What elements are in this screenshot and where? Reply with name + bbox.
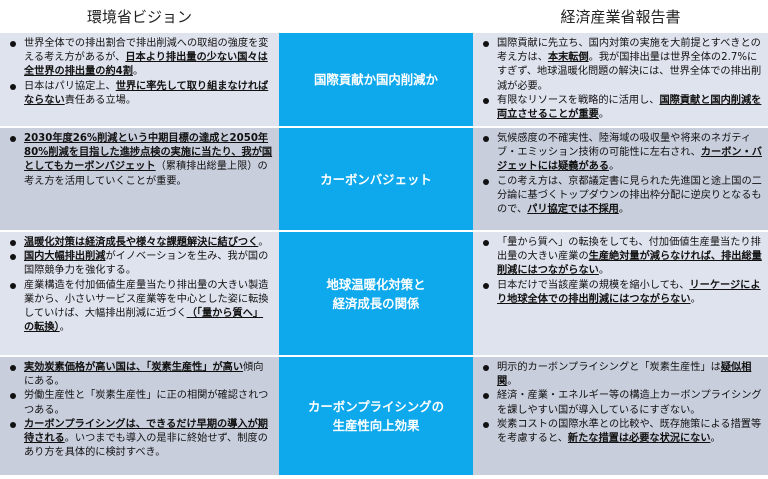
emphasis-text: 国内大幅排出削減 bbox=[24, 251, 106, 263]
body-text: 。 bbox=[258, 237, 269, 248]
body-text: 明示的カーボンプライシングと「炭素生産性」は bbox=[497, 362, 721, 373]
emphasis-text: （「量から質へ」の転換） bbox=[24, 308, 264, 334]
emphasis-text: パリ協定では不採用 bbox=[527, 204, 619, 216]
body-text: 。 bbox=[618, 204, 630, 216]
emphasis-text: リーケージにより地球全体での排出削減にはつながらない bbox=[497, 279, 761, 305]
emphasis-text: カーボン・バジェットには疑義がある bbox=[497, 147, 762, 173]
row-climate-vs-growth: 温暖化対策は経済成長や様々な課題解決に結びつく。国内大幅排出削減がイノベーション… bbox=[0, 232, 768, 355]
left-cell: 実効炭素価格が高い国は、「炭素生産性」が高い傾向にある。労働生産性と「炭素生産性… bbox=[0, 357, 279, 475]
body-text: 。いつまでも導入の是非に終始せず、制度のあり方を具体的に検討すべき。 bbox=[24, 433, 268, 459]
body-text: 。 bbox=[609, 161, 620, 173]
body-text: 労働生産性と「炭素生産性」に正の相関が確認されつつある。 bbox=[24, 390, 269, 416]
right-cell: 明示的カーボンプライシングと「炭素生産性」は疑似相関。経済・産業・エネルギー等の… bbox=[473, 357, 768, 475]
topic-label: 国際貢献か国内削減か bbox=[279, 33, 473, 126]
body-text: 有限なリソースを戦略的に活用し、 bbox=[497, 94, 660, 106]
bullet-item: 炭素コストの国際水準との比較や、既存施策による措置等を考慮すると、新たな措置は必… bbox=[479, 418, 762, 446]
bullet-item: 有限なリソースを戦略的に活用し、国際貢献と国内削減を両立させることが重要。 bbox=[479, 94, 762, 122]
emphasis-text: カーボンプライシングは、できるだけ早期の導入が期待される bbox=[24, 418, 268, 445]
bullet-item: 経済・産業・エネルギー等の構造上カーボンプライシングを課しやすい国が導入している… bbox=[479, 389, 762, 417]
body-text: 。 bbox=[710, 433, 721, 445]
bullet-item: 日本だけで当該産業の規模を縮小しても、リーケージにより地球全体での排出削減にはつ… bbox=[479, 279, 762, 307]
body-text: 傾向にある。 bbox=[24, 362, 264, 388]
body-text: 。 bbox=[59, 322, 70, 334]
emphasis-text: 日本より排出量の少ない国々は全世界の排出量の約4割 bbox=[24, 52, 268, 78]
body-text: 経済・産業・エネルギー等の構造上カーボンプライシングを課しやすい国が導入している… bbox=[497, 390, 762, 416]
body-text: 炭素コストの国際水準との比較や、既存施策による措置等を考慮すると、 bbox=[497, 418, 762, 445]
left-cell: 温暖化対策は経済成長や様々な課題解決に結びつく。国内大幅排出削減がイノベーション… bbox=[0, 232, 279, 355]
left-cell: 世界全体での排出割合で排出削減への取組の強度を変える考え方があるが、日本より排出… bbox=[0, 33, 279, 126]
emphasis-text: 新たな措置は必要な状況にない bbox=[567, 433, 711, 445]
bullet-item: 世界全体での排出割合で排出削減への取組の強度を変える考え方があるが、日本より排出… bbox=[6, 37, 273, 80]
topic-label: カーボンバジェット bbox=[279, 128, 473, 230]
left-column-header: 環境省ビジョン bbox=[86, 8, 192, 26]
emphasis-text: 2030年度26%削減という中期目標の達成と2050年80%削減を目指した進捗点… bbox=[24, 133, 273, 173]
bullet-item: 温暖化対策は経済成長や様々な課題解決に結びつく。 bbox=[6, 236, 273, 250]
body-text: 。 bbox=[598, 109, 610, 121]
bullet-item: 明示的カーボンプライシングと「炭素生産性」は疑似相関。 bbox=[479, 361, 762, 389]
row-carbon-budget: 2030年度26%削減という中期目標の達成と2050年80%削減を目指した進捗点… bbox=[0, 128, 768, 230]
body-text: 「量から質へ」の転換をしても、付加価値生産量当たり排出量の大きい産業の bbox=[497, 237, 761, 263]
bullet-item: この考え方は、京都議定書に見られた先進国と途上国の二分論に基づくトップダウンの排… bbox=[479, 175, 762, 218]
bullet-item: 国際貢献に先立ち、国内対策の実施を大前提とすべきとの考え方は、本末転倒。我が国排… bbox=[479, 37, 762, 94]
topic-label: 地球温暖化対策と 経済成長の関係 bbox=[279, 232, 473, 355]
bullet-item: 気候感度の不確実性、陸海域の吸収量や将来のネガティブ・エミッション技術の可能性に… bbox=[479, 132, 762, 175]
row-carbon-pricing-productivity: 実効炭素価格が高い国は、「炭素生産性」が高い傾向にある。労働生産性と「炭素生産性… bbox=[0, 357, 768, 475]
body-text: 国際貢献に先立ち、国内対策の実施を大前提とすべきとの考え方は、 bbox=[497, 38, 761, 64]
emphasis-text: 生産絶対量が減らなければ、排出総量削減にはつながらない bbox=[497, 251, 762, 277]
body-text: がイノベーションを生み、我が国の国際競争力を強化する。 bbox=[24, 251, 269, 277]
bullet-item: 実効炭素価格が高い国は、「炭素生産性」が高い傾向にある。 bbox=[6, 361, 273, 389]
body-text: 責任ある立場。 bbox=[64, 94, 137, 106]
emphasis-text: 疑似相関 bbox=[497, 362, 752, 388]
body-text: この考え方は、京都議定書に見られた先進国と途上国の二分論に基づくトップダウンの排… bbox=[497, 175, 762, 216]
emphasis-text: 温暖化対策は経済成長や様々な課題解決に結びつく bbox=[24, 237, 259, 248]
body-text: 産業構造を付加価値生産量当たり排出量の大きい製造業から、小さいサービス産業等を中… bbox=[24, 279, 269, 320]
topic-label: カーボンプライシングの 生産性向上効果 bbox=[279, 357, 473, 475]
body-text: 。 bbox=[132, 66, 144, 78]
body-text: 。 bbox=[507, 376, 518, 388]
right-cell: 「量から質へ」の転換をしても、付加価値生産量当たり排出量の大きい産業の生産絶対量… bbox=[473, 232, 768, 355]
emphasis-text: 国際貢献と国内削減を両立させることが重要 bbox=[497, 94, 762, 121]
body-text: 。 bbox=[690, 293, 701, 305]
body-text: 日本だけで当該産業の規模を縮小しても、 bbox=[497, 279, 690, 291]
row-international-vs-domestic: 世界全体での排出割合で排出削減への取組の強度を変える考え方があるが、日本より排出… bbox=[0, 33, 768, 126]
emphasis-text: 実効炭素価格が高い国は、「炭素生産性」が高い bbox=[24, 362, 244, 373]
body-text: （累積排出総量上限）の考え方を活用していくことが重要。 bbox=[24, 161, 268, 187]
bullet-item: 労働生産性と「炭素生産性」に正の相関が確認されつつある。 bbox=[6, 389, 273, 417]
bullet-item: カーボンプライシングは、できるだけ早期の導入が期待される。いつまでも導入の是非に… bbox=[6, 418, 273, 461]
bullet-item: 「量から質へ」の転換をしても、付加価値生産量当たり排出量の大きい産業の生産絶対量… bbox=[479, 236, 762, 279]
bullet-item: 産業構造を付加価値生産量当たり排出量の大きい製造業から、小さいサービス産業等を中… bbox=[6, 279, 273, 336]
right-column-header: 経済産業省報告書 bbox=[560, 8, 681, 26]
body-text: 気候感度の不確実性、陸海域の吸収量や将来のネガティブ・エミッション技術の可能性に… bbox=[497, 133, 752, 159]
right-cell: 国際貢献に先立ち、国内対策の実施を大前提とすべきとの考え方は、本末転倒。我が国排… bbox=[473, 33, 768, 126]
bullet-item: 国内大幅排出削減がイノベーションを生み、我が国の国際競争力を強化する。 bbox=[6, 250, 273, 278]
body-text: 。我が国排出量は世界全体の2.7%にすぎず、地球温暖化問題の解決には、世界全体で… bbox=[497, 52, 762, 92]
bullet-item: 2030年度26%削減という中期目標の達成と2050年80%削減を目指した進捗点… bbox=[6, 132, 273, 189]
body-text: 。 bbox=[598, 265, 610, 277]
body-text: 日本はパリ協定上、 bbox=[24, 80, 116, 92]
comparison-table: 世界全体での排出割合で排出削減への取組の強度を変える考え方があるが、日本より排出… bbox=[0, 33, 768, 475]
bullet-item: 日本はパリ協定上、世界に率先して取り組まなければならない責任ある立場。 bbox=[6, 80, 273, 108]
right-cell: 気候感度の不確実性、陸海域の吸収量や将来のネガティブ・エミッション技術の可能性に… bbox=[473, 128, 768, 230]
left-cell: 2030年度26%削減という中期目標の達成と2050年80%削減を目指した進捗点… bbox=[0, 128, 279, 230]
body-text: 世界全体での排出割合で排出削減への取組の強度を変える考え方があるが、 bbox=[24, 38, 269, 64]
emphasis-text: 本末転倒 bbox=[547, 52, 589, 64]
emphasis-text: 世界に率先して取り組まなければならない bbox=[24, 80, 269, 106]
